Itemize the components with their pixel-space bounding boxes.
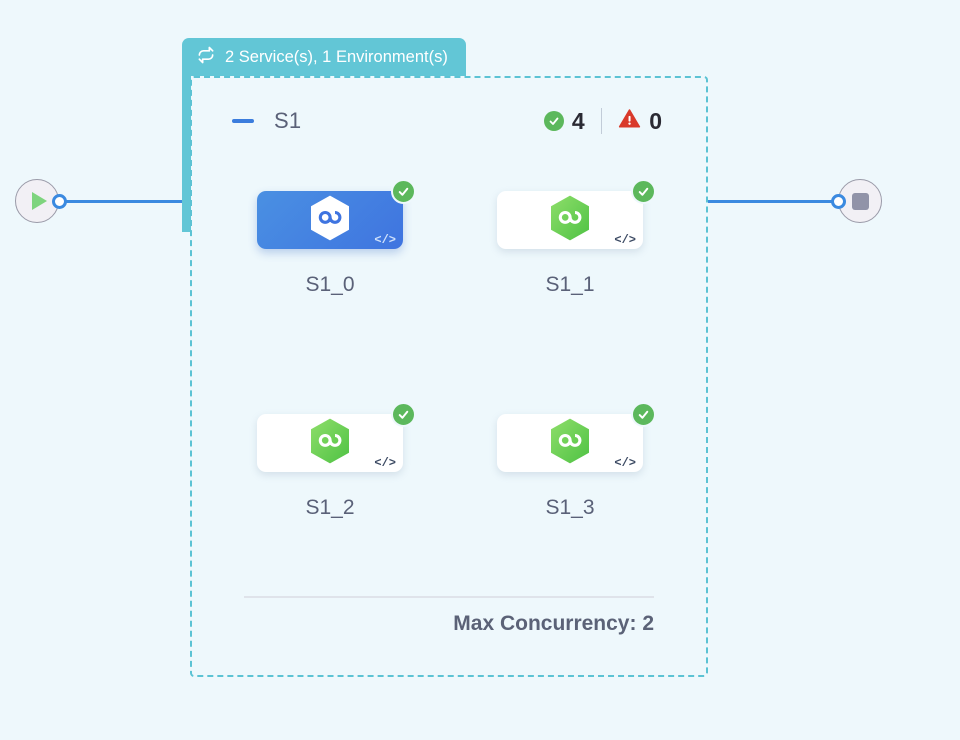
check-circle-icon — [391, 402, 416, 427]
service-node-card[interactable]: </> — [257, 402, 416, 472]
edge-group-to-end — [708, 200, 836, 204]
play-icon — [31, 192, 47, 210]
status-cluster: 4 0 — [543, 107, 662, 135]
warning-triangle-icon — [618, 107, 641, 135]
edge-start-to-group — [62, 200, 190, 204]
hexagon-infinity-icon — [548, 194, 592, 247]
code-icon[interactable]: </> — [614, 233, 636, 247]
group-accent-rail — [182, 72, 191, 232]
service-node-label: S1_1 — [545, 273, 595, 296]
group-title-row: S1 4 0 — [232, 106, 662, 136]
warning-status-chip: 0 — [618, 107, 662, 135]
service-node-s1-2[interactable]: </> S1_2 — [257, 402, 416, 520]
stop-icon — [851, 192, 869, 210]
start-node[interactable] — [15, 179, 59, 223]
service-node-s1-3[interactable]: </> S1_3 — [497, 402, 656, 520]
end-input-port[interactable] — [831, 194, 846, 209]
success-status-chip: 4 — [543, 107, 585, 135]
service-node-label: S1_3 — [545, 496, 595, 519]
service-group-container[interactable] — [190, 76, 708, 677]
code-icon[interactable]: </> — [374, 233, 396, 247]
hexagon-infinity-icon — [548, 417, 592, 470]
group-name-label: S1 — [274, 108, 302, 133]
check-circle-icon — [391, 179, 416, 204]
max-concurrency-label: Max Concurrency: 2 — [453, 612, 654, 635]
group-header-title: 2 Service(s), 1 Environment(s) — [225, 47, 448, 66]
code-icon[interactable]: </> — [614, 456, 636, 470]
loop-icon — [196, 45, 216, 70]
group-header[interactable]: 2 Service(s), 1 Environment(s) — [182, 38, 466, 76]
service-node-s1-1[interactable]: </> S1_1 — [497, 179, 656, 297]
service-node-label: S1_2 — [305, 496, 355, 519]
check-circle-icon — [543, 111, 564, 131]
hexagon-infinity-icon — [308, 194, 352, 247]
service-node-label: S1_0 — [305, 273, 355, 296]
minus-icon[interactable] — [232, 119, 254, 123]
success-count: 4 — [571, 107, 585, 134]
hexagon-infinity-icon — [308, 417, 352, 470]
group-footer-divider — [244, 596, 654, 598]
service-node-card[interactable]: </> — [497, 179, 656, 249]
service-node-card[interactable]: </> — [497, 402, 656, 472]
warning-count: 0 — [649, 107, 662, 134]
service-node-card[interactable]: </> — [257, 179, 416, 249]
status-divider — [600, 108, 603, 134]
code-icon[interactable]: </> — [374, 456, 396, 470]
check-circle-icon — [631, 402, 656, 427]
start-output-port[interactable] — [52, 194, 67, 209]
service-node-s1-0[interactable]: </> S1_0 — [257, 179, 416, 297]
check-circle-icon — [631, 179, 656, 204]
